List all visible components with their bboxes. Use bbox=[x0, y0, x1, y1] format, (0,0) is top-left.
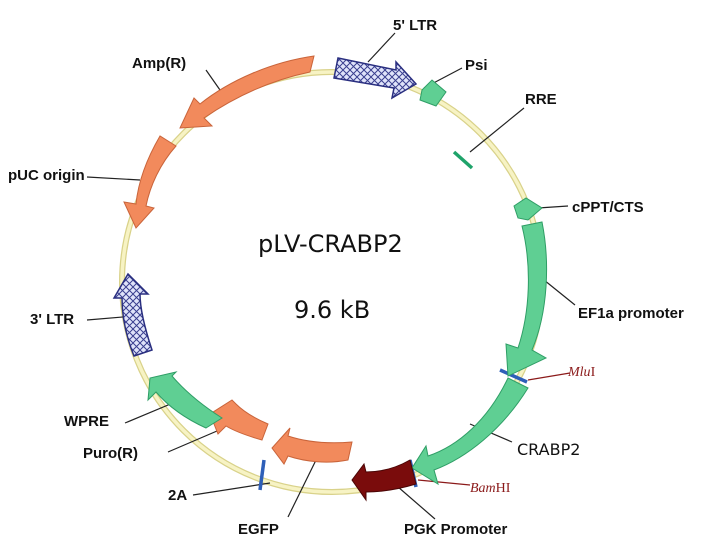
label-psi: Psi bbox=[465, 57, 488, 74]
feature-amp-arrow bbox=[179, 55, 315, 129]
label-2a: 2A bbox=[168, 487, 187, 504]
leader-2a bbox=[192, 482, 271, 496]
label-crabp2: CRABP2 bbox=[517, 440, 580, 459]
label-cppt: cPPT/CTS bbox=[572, 199, 644, 216]
mlu-italic: Mlu bbox=[567, 365, 591, 380]
label-puro: Puro(R) bbox=[83, 445, 138, 462]
mlu-suffix: I bbox=[591, 365, 596, 380]
leader-5ltr bbox=[367, 32, 396, 63]
mlu-site-leader bbox=[527, 372, 571, 381]
leader-amp bbox=[205, 69, 221, 91]
label-wpre: WPRE bbox=[64, 413, 109, 430]
leader-puro bbox=[167, 427, 225, 453]
label-bam-site: BamHI bbox=[470, 481, 511, 496]
label-rre: RRE bbox=[525, 91, 557, 108]
label-egfp: EGFP bbox=[238, 521, 279, 538]
feature-ef1a-arrow bbox=[505, 221, 548, 377]
leader-puc bbox=[86, 176, 141, 181]
feature-5ltr-arrow bbox=[333, 57, 418, 100]
feature-puc-arrow bbox=[123, 135, 177, 229]
mlu-site-tick bbox=[499, 368, 528, 384]
label-ef1a: EF1a promoter bbox=[578, 305, 684, 322]
plasmid-name: pLV-CRABP2 bbox=[258, 230, 403, 258]
feature-puro-arrow bbox=[209, 399, 269, 441]
label-5ltr: 5' LTR bbox=[393, 17, 437, 34]
feature-wpre-arrow bbox=[147, 371, 223, 429]
plasmid-size: 9.6 kB bbox=[294, 296, 370, 324]
feature-crabp2-arrow bbox=[411, 377, 529, 486]
label-mlu-site: MluI bbox=[567, 365, 596, 380]
feature-pgk-arrow bbox=[351, 459, 417, 502]
bam-italic: Bam bbox=[470, 481, 496, 496]
label-pgk: PGK Promoter bbox=[404, 521, 508, 538]
leader-rre bbox=[469, 107, 525, 153]
feature-3ltr-arrow bbox=[112, 272, 153, 357]
feature-psi-arrow bbox=[419, 79, 447, 107]
2a-site-tick bbox=[258, 459, 266, 491]
leader-ef1a bbox=[543, 279, 576, 306]
bam-suffix: HI bbox=[496, 481, 511, 496]
feature-egfp-arrow bbox=[271, 427, 353, 465]
leader-egfp bbox=[287, 455, 319, 518]
leader-cppt bbox=[537, 205, 569, 209]
label-puc: pUC origin bbox=[8, 167, 85, 184]
bam-site-leader bbox=[417, 479, 471, 486]
label-3ltr: 3' LTR bbox=[30, 311, 74, 328]
rre-tick bbox=[452, 150, 474, 170]
site-leaders bbox=[417, 372, 571, 486]
label-amp: Amp(R) bbox=[132, 55, 186, 72]
feature-cppt-arrow bbox=[513, 197, 543, 221]
